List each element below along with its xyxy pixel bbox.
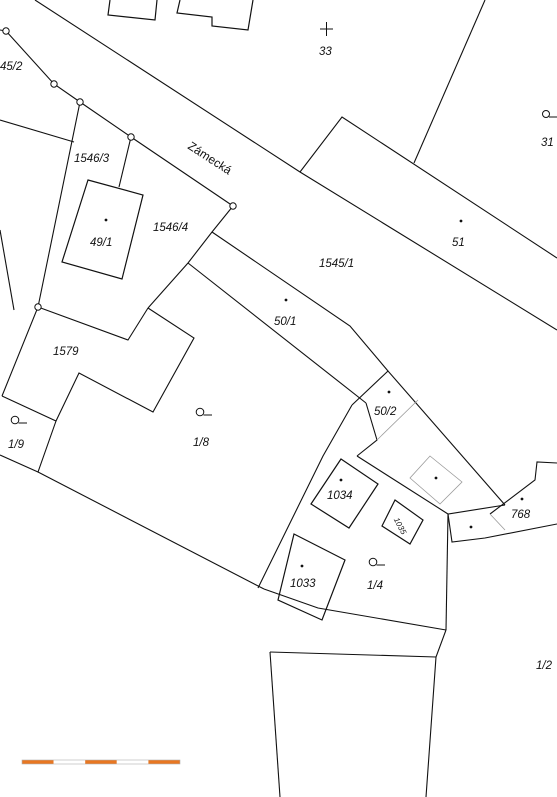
parcel-dot	[469, 525, 473, 529]
parcel-dots	[104, 218, 524, 568]
scale-bar-segment	[148, 760, 180, 764]
parcel-dot	[104, 218, 108, 222]
boundary-768-north	[489, 461, 557, 515]
break-point	[50, 80, 58, 88]
parcel-label-1-8: 1/8	[193, 437, 210, 449]
boundary-1579	[1, 307, 195, 422]
cross-marker-icon	[320, 22, 333, 36]
garden-symbol-icon	[195, 407, 212, 417]
break-point	[2, 27, 10, 35]
boundary-left-edge	[0, 229, 15, 311]
parcel-dot	[520, 497, 524, 501]
map-symbols	[10, 22, 557, 567]
building-1033	[277, 533, 346, 621]
boundary-1-8-south	[37, 471, 265, 590]
building-1034	[310, 458, 379, 529]
break-point	[76, 98, 84, 106]
break-points	[2, 27, 237, 311]
boundary-50-2	[351, 370, 506, 506]
parcel-label-768: 768	[511, 509, 531, 521]
boundary-50-1-west	[187, 262, 367, 404]
parcel-dot	[300, 564, 304, 568]
building-small-square	[409, 455, 463, 505]
parcel-label-1545-1: 1545/1	[319, 258, 354, 270]
parcel-labels: Zámecká 45/2 33 31 1546/3 1546/4 49/1 51…	[0, 46, 554, 672]
garden-symbol-icon	[10, 415, 27, 425]
parcel-label-1033: 1033	[290, 578, 316, 590]
boundary-bottom-parcel-west	[269, 651, 281, 797]
parcel-label-1546-4: 1546/4	[153, 222, 188, 234]
scale-bar-segment	[22, 760, 54, 764]
boundary-768	[447, 513, 557, 543]
scale-bar-segment	[85, 760, 117, 764]
parcel-label-45-2: 45/2	[0, 61, 23, 73]
building-top-left	[107, 0, 158, 21]
boundary-1-2	[425, 629, 447, 797]
parcel-dot	[459, 219, 463, 223]
parcel-label-1546-3: 1546/3	[74, 153, 110, 165]
parcel-label-1579: 1579	[53, 346, 79, 358]
scale-bar-outline	[21, 759, 181, 765]
street-name-label: Zámecká	[185, 139, 234, 178]
building-top-middle	[176, 0, 254, 31]
boundary-1-4-east	[445, 513, 449, 631]
top-buildings	[107, 0, 254, 31]
boundary-50-2-thin	[376, 399, 419, 441]
parcel-label-31: 31	[541, 137, 554, 149]
boundary-1-4-west	[257, 404, 353, 589]
parcel-label-50-1: 50/1	[274, 316, 296, 328]
boundary-51	[299, 116, 557, 259]
building-1035	[381, 499, 424, 545]
boundary-1-4-north	[356, 455, 506, 515]
road-edge-south	[211, 231, 389, 372]
buildings	[61, 179, 463, 621]
parcel-label-1034: 1034	[327, 490, 353, 502]
parcel-label-1-2: 1/2	[536, 660, 553, 672]
boundary-1546-4-east	[147, 205, 234, 309]
parcel-label-49-1: 49/1	[90, 237, 112, 249]
parcel-label-50-2: 50/2	[374, 406, 397, 418]
boundary-bottom-parcel	[269, 651, 437, 658]
break-point	[34, 303, 42, 311]
break-point	[127, 133, 135, 141]
building-49-1	[61, 179, 144, 280]
garden-symbol-icon	[542, 110, 557, 118]
scale-bar-segment	[116, 760, 149, 764]
garden-symbol-icon	[368, 557, 385, 567]
boundary-1-4-south	[263, 588, 447, 631]
boundary-1546-4-south	[37, 306, 149, 341]
boundary-1546-3-4	[118, 136, 132, 188]
parcel-label-33: 33	[319, 46, 332, 58]
parcel-dot	[339, 478, 343, 482]
parcel-dot	[434, 476, 438, 480]
parcel-label-51: 51	[452, 237, 465, 249]
parcel-label-1-9: 1/9	[8, 439, 25, 451]
street-south-edge	[5, 30, 234, 207]
parcel-label-1-4: 1/4	[367, 580, 383, 592]
parcel-dot	[387, 390, 391, 394]
scale-bar	[21, 759, 181, 765]
break-point	[229, 202, 237, 210]
parcel-dot	[284, 298, 288, 302]
boundary-45-2	[0, 119, 75, 143]
scale-bar-segment	[53, 760, 86, 764]
street-north-edge	[34, 0, 557, 331]
boundary-33-east	[413, 0, 486, 164]
boundary-768-thin	[489, 513, 506, 531]
